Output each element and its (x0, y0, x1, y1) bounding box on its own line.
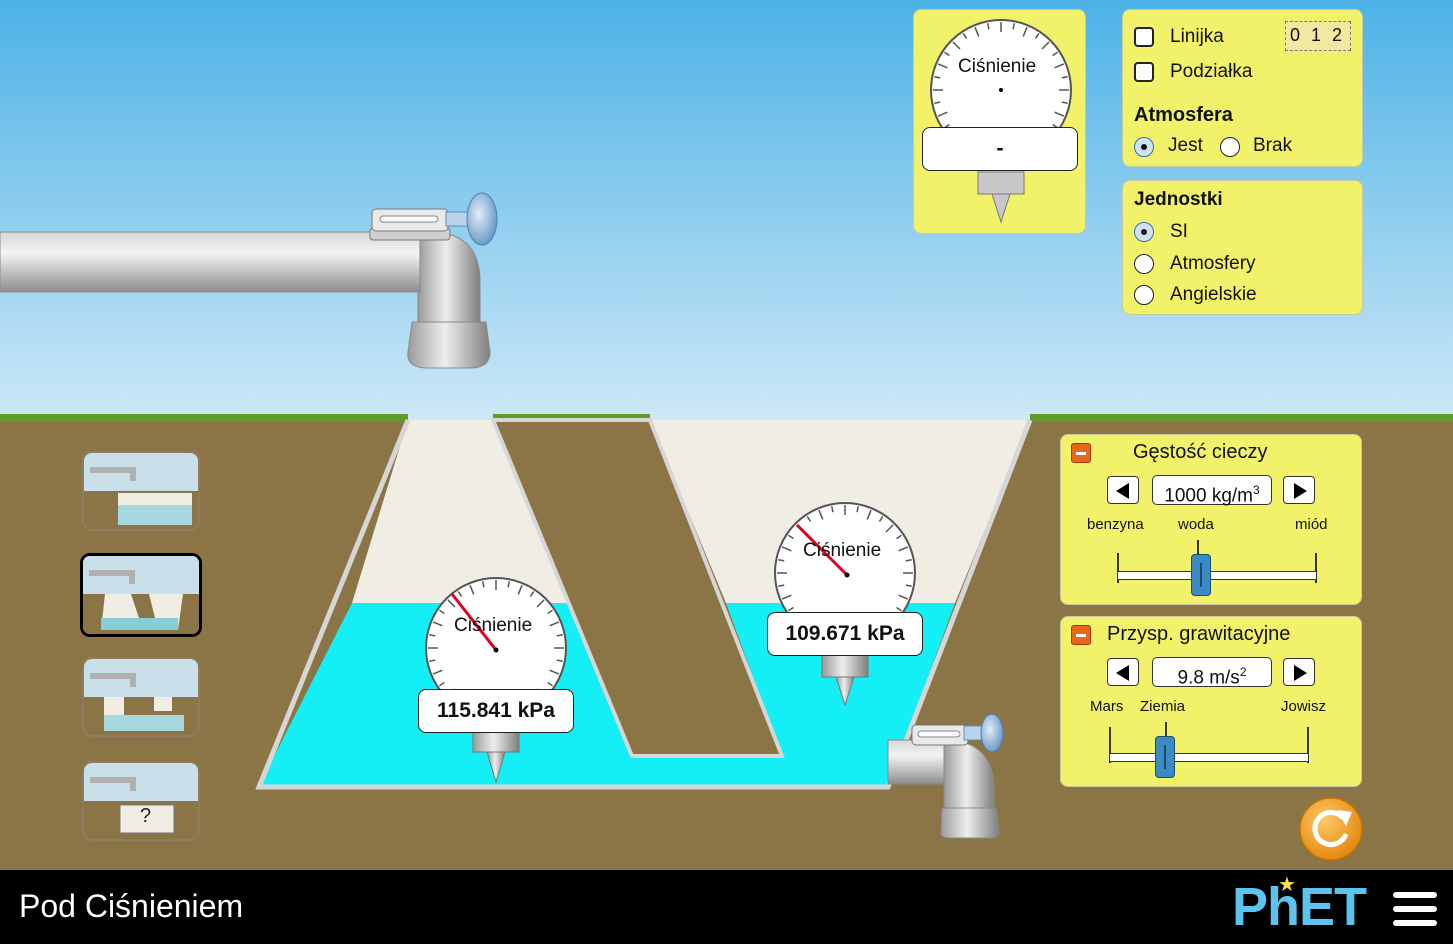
gravity-decrease-button[interactable] (1107, 658, 1139, 686)
gauge-1-readout: 115.841 kPa (418, 689, 574, 733)
display-options-panel: Linijka 0 1 2 Podziałka Atmosfera Jest B… (1122, 9, 1363, 167)
gravity-increase-button[interactable] (1283, 658, 1315, 686)
gravity-title: Przysp. grawitacyjne (1107, 623, 1291, 645)
gauge-2-readout: 109.671 kPa (767, 612, 923, 656)
scene-button-mystery[interactable]: ? (82, 761, 200, 841)
density-label-honey: miód (1295, 516, 1328, 533)
units-title: Jednostki (1134, 189, 1223, 210)
units-si-label: SI (1170, 221, 1188, 242)
container-wall (255, 419, 1033, 790)
fluid-density-panel: Gęstość cieczy 1000 kg/m3 benzyna woda m… (1060, 434, 1362, 605)
gravity-value: 9.8 m/s2 (1152, 657, 1272, 688)
toolbox-gauge-label: Ciśnienie (958, 56, 1037, 77)
gravity-collapse-button[interactable] (1071, 625, 1091, 645)
scene-button-pool[interactable] (82, 451, 200, 531)
navigation-bar: Pod Ciśnieniem PhET ★ (0, 870, 1453, 944)
density-slider-track[interactable] (1117, 571, 1317, 580)
gravity-slider-track[interactable] (1109, 753, 1309, 762)
atmosphere-on-label: Jest (1168, 135, 1203, 156)
density-collapse-button[interactable] (1071, 443, 1091, 463)
units-si-radio[interactable] (1134, 222, 1154, 242)
density-value: 1000 kg/m3 (1152, 475, 1272, 506)
faucet-icon[interactable] (0, 192, 498, 369)
drain-faucet-icon[interactable] (887, 713, 1004, 839)
units-english-label: Angielskie (1170, 284, 1257, 305)
gravity-label-jupiter: Jowisz (1281, 698, 1327, 715)
density-label-water: woda (1178, 516, 1214, 533)
grid-label: Podziałka (1170, 61, 1253, 82)
density-slider-thumb[interactable] (1191, 554, 1211, 596)
pool-scene-icon (84, 453, 198, 529)
chambers-scene-icon (84, 659, 198, 735)
gravity-panel: Przysp. grawitacyjne 9.8 m/s2 Mars Ziemi… (1060, 616, 1362, 787)
atmosphere-title: Atmosfera (1134, 104, 1233, 126)
gravity-slider-thumb[interactable] (1155, 736, 1175, 778)
gravity-label-mars: Mars (1090, 698, 1124, 715)
toolbox-gauge-icon[interactable] (914, 10, 1087, 235)
app-title: Pod Ciśnieniem (19, 888, 244, 924)
units-panel: Jednostki SI Atmosfery Angielskie (1122, 180, 1363, 315)
density-title: Gęstość cieczy (1133, 441, 1268, 463)
atmosphere-off-radio[interactable] (1220, 137, 1240, 157)
gravity-label-earth: Ziemia (1140, 698, 1186, 715)
phet-logo[interactable]: PhET ★ (1232, 874, 1382, 938)
divider-wedge (490, 418, 785, 758)
scene-button-trapezoid[interactable] (80, 553, 202, 637)
atmosphere-on-radio[interactable] (1134, 137, 1154, 157)
toolbox-gauge-readout: - (922, 127, 1078, 171)
density-decrease-button[interactable] (1107, 476, 1139, 504)
gauge-2-label: Ciśnienie (803, 540, 882, 561)
scene-button-chambers[interactable] (82, 657, 200, 737)
gauge-1-label: Ciśnienie (454, 615, 533, 636)
ruler-label: Linijka (1170, 26, 1224, 47)
trapezoid-scene-icon (83, 556, 199, 634)
units-english-radio[interactable] (1134, 285, 1154, 305)
mystery-glyph: ? (140, 805, 152, 827)
phet-logo-text: PhET (1232, 877, 1367, 937)
mystery-scene-icon (84, 763, 198, 839)
units-atm-radio[interactable] (1134, 254, 1154, 274)
reset-all-icon[interactable] (1299, 797, 1363, 861)
density-label-gasoline: benzyna (1087, 516, 1144, 533)
ruler-checkbox[interactable] (1134, 27, 1154, 47)
grid-checkbox[interactable] (1134, 62, 1154, 82)
density-increase-button[interactable] (1283, 476, 1315, 504)
phet-logo-star-icon: ★ (1278, 874, 1296, 896)
atmosphere-off-label: Brak (1253, 135, 1293, 156)
pressure-gauge-1[interactable] (425, 577, 567, 784)
hamburger-menu-icon[interactable] (1393, 892, 1437, 926)
units-atm-label: Atmosfery (1170, 253, 1256, 274)
ruler-icon: 0 1 2 (1285, 21, 1351, 51)
gauge-toolbox[interactable]: Ciśnienie - (913, 9, 1086, 234)
